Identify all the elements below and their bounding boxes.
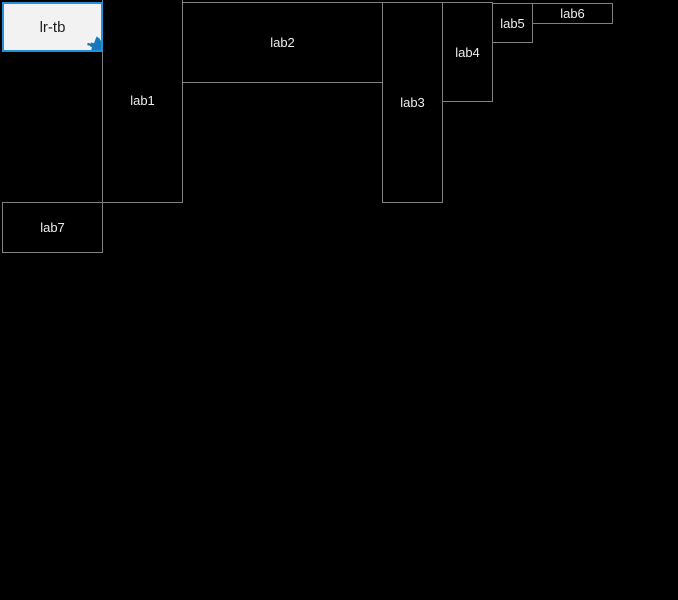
box-label-lab1: lab1 bbox=[130, 93, 155, 108]
box-lab6: lab6 bbox=[532, 3, 613, 24]
cursor-icon bbox=[87, 36, 101, 50]
box-label-lab2: lab2 bbox=[270, 35, 295, 50]
box-lab7: lab7 bbox=[2, 202, 103, 253]
box-label-lab5: lab5 bbox=[500, 15, 525, 31]
box-lr-tb[interactable]: lr-tb bbox=[2, 2, 103, 52]
box-label-lab4: lab4 bbox=[455, 44, 480, 60]
box-lab1: lab1 bbox=[102, 0, 183, 203]
box-label-lab7: lab7 bbox=[40, 220, 65, 235]
box-lab5: lab5 bbox=[492, 3, 533, 43]
box-lab3: lab3 bbox=[382, 2, 443, 203]
box-label-lab3: lab3 bbox=[400, 95, 425, 110]
box-lab2: lab2 bbox=[182, 2, 383, 83]
box-label-lr-tb: lr-tb bbox=[39, 18, 66, 36]
box-label-lab6: lab6 bbox=[560, 6, 585, 21]
box-lab4: lab4 bbox=[442, 2, 493, 102]
